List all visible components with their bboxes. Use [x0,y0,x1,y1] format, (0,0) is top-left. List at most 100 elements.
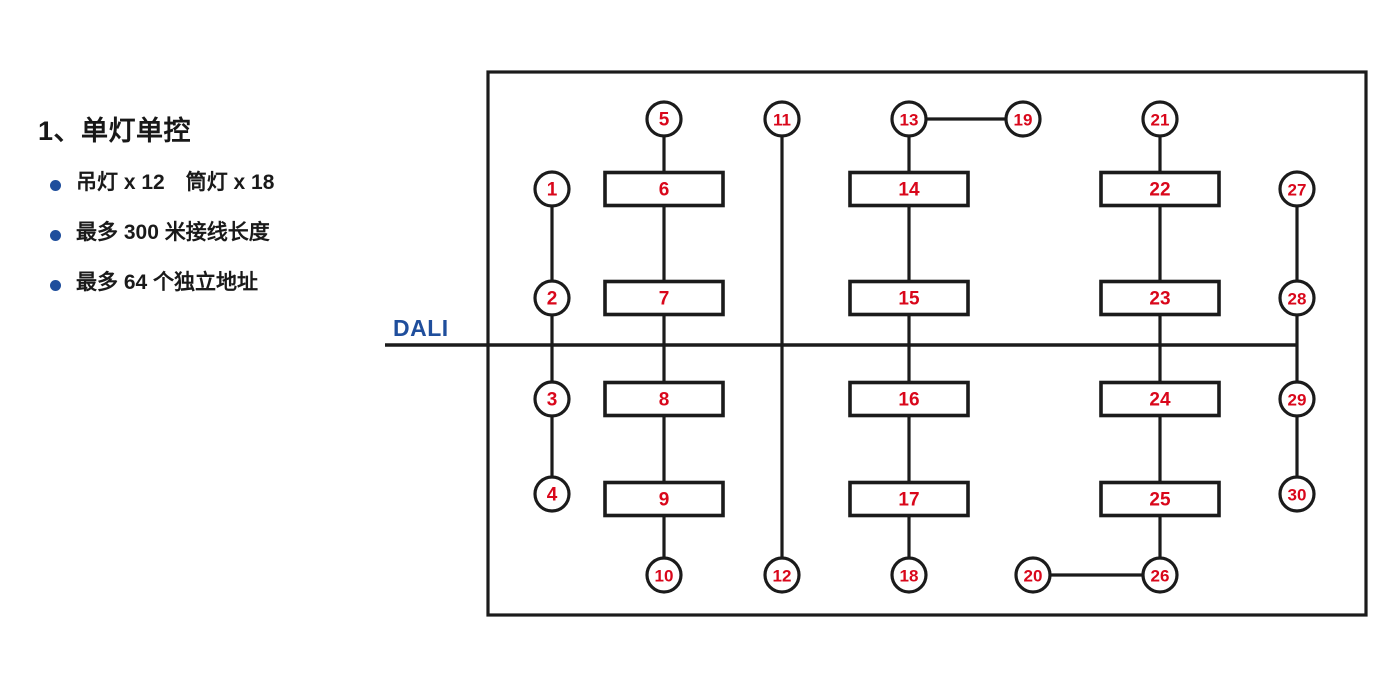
circle-node-number: 30 [1288,486,1307,505]
rect-node-number: 23 [1149,289,1170,310]
circle-node-27[interactable]: 27 [1278,170,1316,208]
circle-node-4[interactable]: 4 [533,475,571,513]
rect-node-number: 7 [659,289,670,310]
circle-node-29[interactable]: 29 [1278,380,1316,418]
circle-node-number: 2 [547,289,558,310]
circle-node-number: 19 [1014,111,1033,130]
circle-node-5[interactable]: 5 [645,100,683,138]
circle-node-shape [1141,100,1179,138]
circle-node-shape [533,475,571,513]
circle-node-number: 13 [900,111,919,130]
circle-node-number: 10 [655,567,674,586]
rect-node-8[interactable]: 8 [603,380,725,418]
circle-node-18[interactable]: 18 [890,556,928,594]
circle-node-shape [1141,556,1179,594]
rect-node-shape [848,279,970,317]
rect-node-shape [1099,279,1221,317]
circle-node-shape [763,100,801,138]
bullet-text: 吊灯 x 12 筒灯 x 18 [76,171,275,194]
circle-node-number: 26 [1151,567,1170,586]
circle-node-number: 20 [1024,567,1043,586]
rect-node-number: 9 [659,490,670,511]
bullet-list: 吊灯 x 12 筒灯 x 18 最多 300 米接线长度最多 64 个独立地址 [38,171,378,295]
circle-node-26[interactable]: 26 [1141,556,1179,594]
circle-node-shape [533,380,571,418]
bullet-dot-icon [50,180,61,191]
rect-node-number: 24 [1149,390,1171,411]
bullet-item: 吊灯 x 12 筒灯 x 18 [38,171,378,195]
circle-node-shape [763,556,801,594]
rect-node-number: 14 [898,180,920,201]
circle-node-number: 11 [773,111,791,130]
circle-node-shape [1278,279,1316,317]
rect-node-6[interactable]: 6 [603,170,725,208]
circle-node-number: 27 [1288,181,1307,200]
circle-node-shape [533,170,571,208]
rect-node-shape [1099,480,1221,518]
rect-node-shape [603,380,725,418]
rect-node-shape [603,480,725,518]
circle-node-number: 21 [1151,111,1170,130]
circle-node-shape [645,100,683,138]
circle-node-shape [890,556,928,594]
rect-node-shape [603,170,725,208]
node-layer: 1234510111213181920212627282930678914151… [533,100,1316,594]
rect-node-16[interactable]: 16 [848,380,970,418]
rect-node-number: 16 [898,390,919,411]
circle-node-30[interactable]: 30 [1278,475,1316,513]
bullet-dot-icon [50,280,61,292]
circle-node-number: 12 [773,567,792,586]
info-panel: 1、单灯单控 吊灯 x 12 筒灯 x 18 最多 300 米接线长度最多 64 … [38,118,378,321]
bullet-dot-icon [50,230,61,242]
bullet-text: 最多 64 个独立地址 [76,271,259,295]
rect-node-17[interactable]: 17 [848,480,970,518]
circle-node-1[interactable]: 1 [533,170,571,208]
circle-node-3[interactable]: 3 [533,380,571,418]
rect-node-22[interactable]: 22 [1099,170,1221,208]
dali-bus-label: DALI [393,315,449,341]
rect-node-number: 6 [659,180,670,201]
rect-node-24[interactable]: 24 [1099,380,1221,418]
bullet-item: 最多 300 米接线长度 [38,221,378,245]
rect-node-shape [848,170,970,208]
circle-node-shape [533,279,571,317]
circle-node-number: 28 [1288,290,1307,309]
circle-node-number: 5 [659,110,670,131]
rect-node-14[interactable]: 14 [848,170,970,208]
circle-node-number: 29 [1288,391,1307,410]
circle-node-19[interactable]: 19 [1004,100,1042,138]
circle-node-shape [1014,556,1052,594]
rect-node-9[interactable]: 9 [603,480,725,518]
bullet-text: 最多 300 米接线长度 [76,221,270,245]
rect-node-7[interactable]: 7 [603,279,725,317]
rect-node-number: 17 [898,490,919,511]
circle-node-13[interactable]: 13 [890,100,928,138]
circle-node-2[interactable]: 2 [533,279,571,317]
circle-node-10[interactable]: 10 [645,556,683,594]
circle-node-number: 4 [547,485,558,506]
rect-node-25[interactable]: 25 [1099,480,1221,518]
circle-node-20[interactable]: 20 [1014,556,1052,594]
rect-node-number: 22 [1149,180,1170,201]
circle-node-11[interactable]: 11 [763,100,801,138]
circle-node-shape [645,556,683,594]
circle-node-number: 3 [547,390,558,411]
rect-node-number: 25 [1149,490,1171,511]
rect-node-shape [848,380,970,418]
circle-node-shape [1278,380,1316,418]
rect-node-23[interactable]: 23 [1099,279,1221,317]
circle-node-12[interactable]: 12 [763,556,801,594]
rect-node-shape [1099,380,1221,418]
circle-node-shape [1278,475,1316,513]
wire-layer [550,117,1299,577]
circle-node-number: 18 [900,567,919,586]
rect-node-number: 8 [659,390,670,411]
rect-node-15[interactable]: 15 [848,279,970,317]
bullet-item: 最多 64 个独立地址 [38,271,378,295]
circle-node-shape [1004,100,1042,138]
circle-node-28[interactable]: 28 [1278,279,1316,317]
circle-node-21[interactable]: 21 [1141,100,1179,138]
page-title: 1、单灯单控 [38,116,192,146]
